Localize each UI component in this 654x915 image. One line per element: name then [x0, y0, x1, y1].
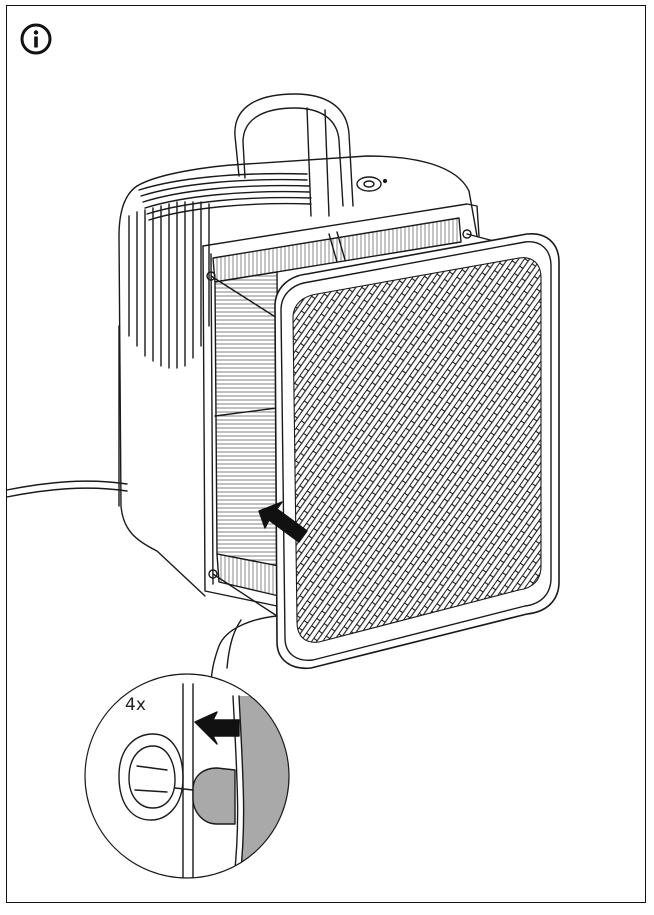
- callout-leader-inner: [226, 619, 242, 669]
- push-arrow: [258, 501, 308, 543]
- instruction-page: 4x: [6, 5, 646, 903]
- info-icon: [20, 23, 52, 55]
- front-grille-panel: [274, 233, 560, 669]
- zoom-detail: [84, 673, 290, 879]
- callout-leader: [210, 615, 278, 687]
- air-purifier-filter-illustration: [7, 93, 560, 879]
- quantity-label: 4x: [125, 695, 146, 715]
- power-cord: [7, 480, 128, 498]
- purifier-body: [118, 155, 480, 607]
